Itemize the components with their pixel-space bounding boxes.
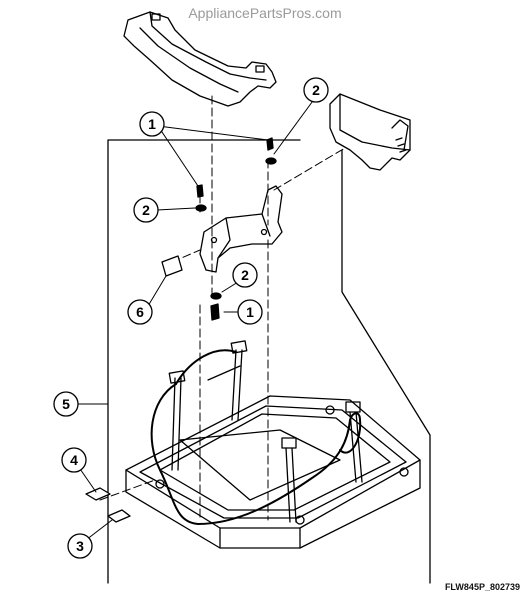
callout-2-left-label: 2 (142, 202, 150, 218)
base-frame (125, 395, 421, 549)
callout-2-top: 2 (303, 77, 329, 103)
screw-top-right (265, 137, 277, 165)
label-pad (161, 255, 183, 277)
hinge-bracket (329, 93, 411, 171)
callout-1-mid-label: 1 (246, 304, 254, 320)
pad-part-3 (107, 509, 131, 523)
callout-6: 6 (127, 299, 153, 325)
diagram-reference-code: FLW845P_802739 (444, 582, 520, 592)
callout-3-label: 3 (76, 538, 84, 554)
callout-2-top-label: 2 (312, 82, 320, 98)
callout-6-label: 6 (136, 304, 144, 320)
callout-1-mid: 1 (237, 299, 263, 325)
callout-5-label: 5 (62, 396, 70, 412)
callout-2-mid: 2 (232, 262, 258, 288)
hose (150, 383, 362, 525)
callout-2-left: 2 (133, 197, 159, 223)
mounting-bracket (199, 185, 283, 273)
screw-top-left (195, 184, 207, 212)
callout-4: 4 (61, 447, 87, 473)
callout-1-top-label: 1 (148, 116, 156, 132)
screw-mid (210, 292, 222, 321)
pad-part-4 (85, 487, 111, 501)
callout-1-top: 1 (139, 111, 165, 137)
hose-upper (175, 349, 237, 385)
callout-5: 5 (53, 391, 79, 417)
callout-3: 3 (67, 533, 93, 559)
suspension-rods (168, 340, 363, 523)
callout-4-label: 4 (70, 452, 78, 468)
leader-lines (77, 97, 316, 541)
callout-2-mid-label: 2 (241, 267, 249, 283)
watermark-text: AppliancePartsPros.com (188, 5, 342, 21)
tub-support-bracket (123, 11, 277, 107)
